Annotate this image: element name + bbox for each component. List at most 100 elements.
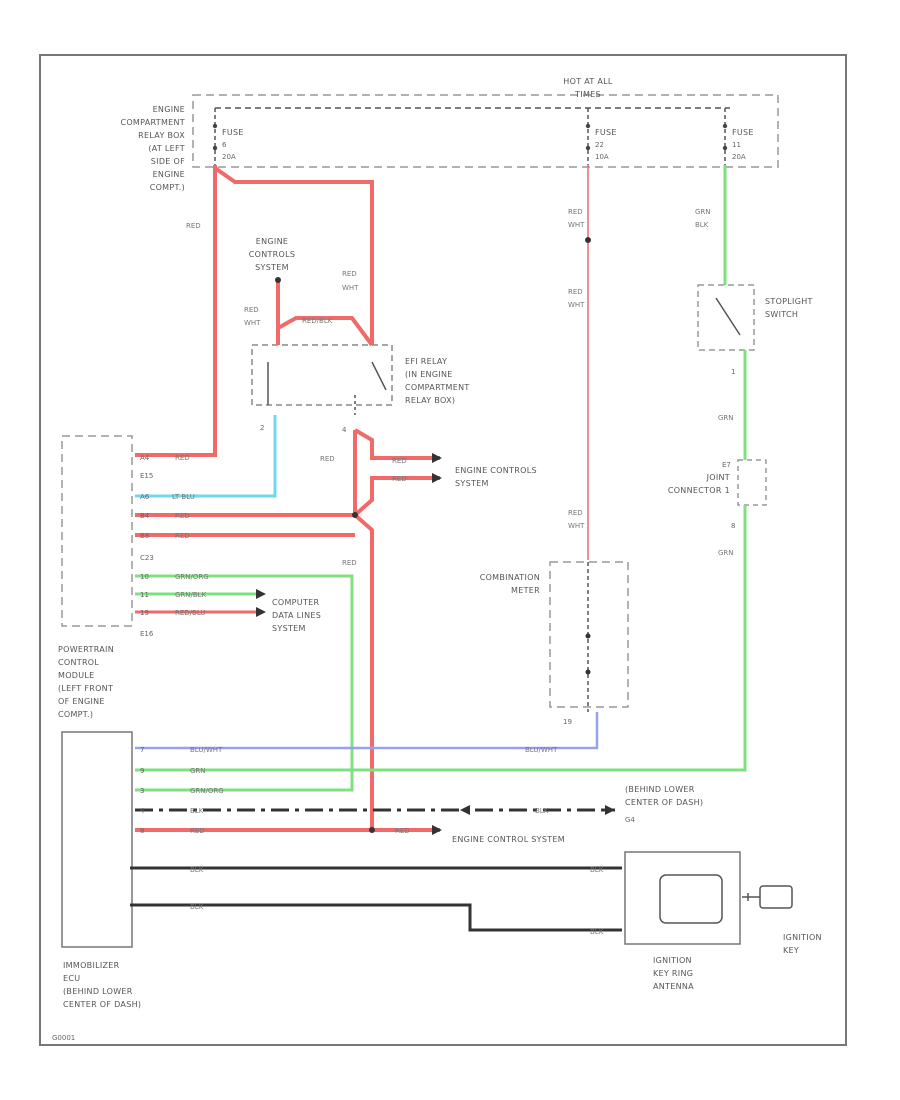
arrow-cd-1: [256, 589, 266, 599]
fuse-22: [585, 108, 591, 165]
label-red-6: RED: [175, 512, 190, 520]
antenna-box: [624, 851, 741, 945]
label-grnblk-a: GRN: [695, 208, 711, 216]
computer-data-1: COMPUTER: [272, 598, 320, 607]
antenna-coil: [659, 874, 723, 924]
joint-connector-box: [737, 459, 767, 506]
relay-box-label-3: RELAY BOX: [138, 131, 185, 140]
pin-b8: B8: [140, 532, 149, 540]
fuse-6: [212, 108, 218, 165]
ecs-mid-2: SYSTEM: [455, 479, 489, 488]
label-blk-4: BLK: [190, 903, 204, 911]
fuse-11-num: 11: [732, 141, 741, 149]
fuse-22-num: 22: [595, 141, 604, 149]
ecs-top-1: ENGINE: [256, 237, 288, 246]
fuse-22-label: FUSE: [595, 128, 617, 137]
label-red-5: RED: [175, 454, 190, 462]
fuse-6-label: FUSE: [222, 128, 244, 137]
efi-relay-2: (IN ENGINE: [405, 370, 453, 379]
arrow-ecs-bottom: [432, 825, 442, 835]
fuse-6-num: 6: [222, 141, 227, 149]
label-grn-1: GRN: [718, 414, 734, 422]
efi-relay-1: EFI RELAY: [405, 357, 447, 366]
pcm-label-4: (LEFT FRONT: [58, 684, 113, 693]
pin-e7: E7: [722, 461, 731, 469]
fuse-6-amp: 20A: [222, 153, 236, 161]
stoplight-2: SWITCH: [765, 310, 798, 319]
fuse-11-amp: 20A: [732, 153, 746, 161]
label-grnblk2: GRN/BLK: [175, 591, 207, 599]
relay-box-label-7: COMPT.): [150, 183, 185, 192]
label-grn-3: GRN: [190, 767, 206, 775]
ecs-top-3: SYSTEM: [255, 263, 289, 272]
splice-red: [352, 512, 358, 518]
label-grnorg-2: GRN/ORG: [190, 787, 224, 795]
wire-grn-org: [135, 574, 354, 792]
ign-key-2: KEY: [783, 946, 799, 955]
fuse-11: [722, 108, 728, 165]
label-grn-2: GRN: [718, 549, 734, 557]
label-blk-2: BLK: [535, 807, 549, 815]
stoplight-switch-arm: [715, 297, 741, 336]
pcm-box: [61, 435, 133, 627]
pcm-label-6: COMPT.): [58, 710, 93, 719]
label-blk: BLK: [190, 807, 204, 815]
wire-blu-wht: [135, 712, 599, 750]
relay-box-outline: [192, 94, 779, 168]
fuse-11-label: FUSE: [732, 128, 754, 137]
joint-1: JOINT: [706, 473, 730, 482]
combination-meter-box: [549, 561, 629, 708]
label-red-1: RED: [186, 222, 201, 230]
pcm-label-5: OF ENGINE: [58, 697, 105, 706]
pin-8: 8: [731, 522, 735, 530]
meter-node-2: [585, 669, 591, 675]
immobilizer-2: ECU: [63, 974, 80, 983]
label-red-8: RED: [342, 559, 357, 567]
efi-relay-4: RELAY BOX): [405, 396, 455, 405]
pin-8b: 8: [140, 827, 144, 835]
label-redblu: RED/BLU: [175, 609, 206, 617]
computer-data-3: SYSTEM: [272, 624, 306, 633]
pin-2: 2: [260, 424, 264, 432]
splice-engine-ctrl: [275, 277, 281, 283]
wire-grn-2: [135, 505, 747, 772]
pcm-label-1: POWERTRAIN: [58, 645, 114, 654]
label-red-4: RED: [392, 475, 407, 483]
label-red-wht-d: WHT: [244, 319, 261, 327]
ignition-key-icon: [742, 885, 793, 909]
label-red-wht-a: RED: [342, 270, 357, 278]
splice-red-bottom: [369, 827, 375, 833]
label-red-wht-j: WHT: [568, 522, 585, 530]
label-bluwht: BLU/WHT: [525, 746, 558, 754]
pin-4: 4: [342, 426, 347, 434]
pin-19: 19: [140, 609, 149, 617]
label-red-wht-b: WHT: [342, 284, 359, 292]
label-red-9: RED: [190, 827, 205, 835]
wire-red-down: [353, 513, 374, 830]
label-red-wht-g: RED: [568, 288, 583, 296]
pin-19b: 19: [563, 718, 572, 726]
stoplight-1: STOPLIGHT: [765, 297, 813, 306]
conn-c23: C23: [140, 554, 154, 562]
meter-node-1: [585, 633, 591, 639]
stoplight-switch-box: [697, 284, 755, 351]
label-red-wht-e: RED: [568, 208, 583, 216]
immobilizer-box: [61, 731, 133, 948]
pin-1: 1: [731, 368, 735, 376]
ecs-mid-1: ENGINE CONTROLS: [455, 466, 537, 475]
relay-contact: [371, 361, 387, 391]
label-blk-5: BLK: [590, 866, 604, 874]
pin-4b: 4: [140, 807, 145, 815]
label-red-10: RED: [395, 827, 410, 835]
immobilizer-1: IMMOBILIZER: [63, 961, 120, 970]
wire-ltblu: [135, 415, 277, 498]
pcm-label-2: CONTROL: [58, 658, 99, 667]
arrow-ecs-1: [432, 453, 442, 463]
ground-loc-3: G4: [625, 816, 635, 824]
wire-red-ecs-1: [353, 428, 440, 460]
label-red-wht-i: RED: [568, 509, 583, 517]
ecs-top-2: CONTROLS: [249, 250, 296, 259]
arrow-gnd-1: [460, 805, 470, 815]
joint-2: CONNECTOR 1: [668, 486, 730, 495]
antenna-3: ANTENNA: [653, 982, 694, 991]
